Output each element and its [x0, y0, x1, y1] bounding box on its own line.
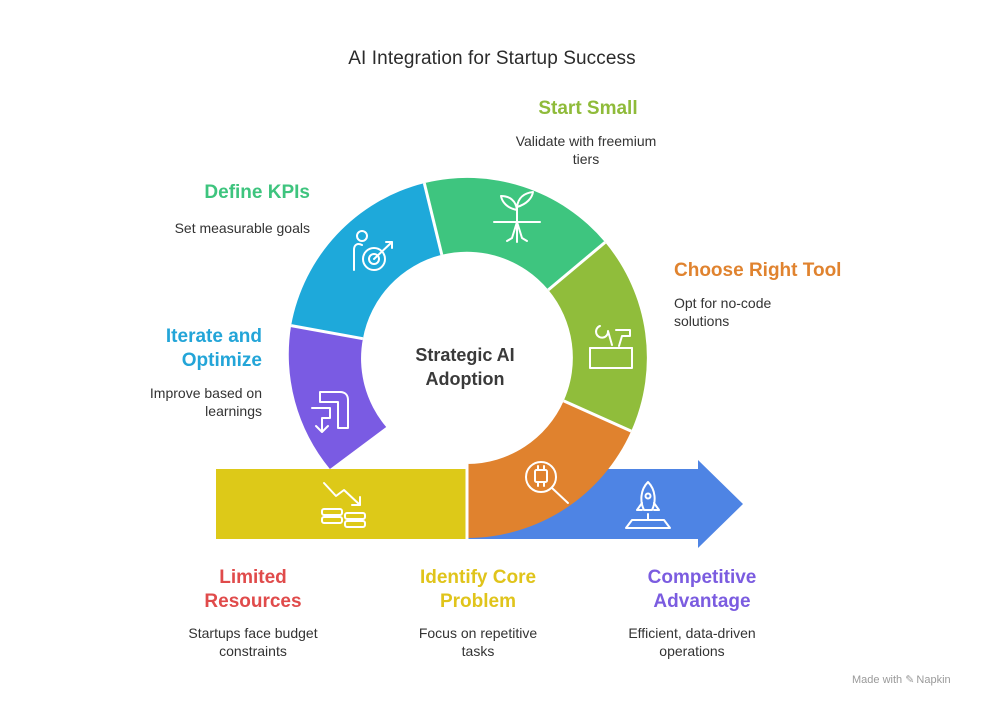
diagram-title: AI Integration for Startup Success: [348, 48, 636, 69]
center-label: Strategic AI Adoption: [415, 345, 515, 389]
start-small-segment: [424, 177, 606, 290]
define-kpis-desc: Set measurable goals: [174, 220, 310, 236]
iterate-optimize-segment: [288, 325, 387, 469]
identify-core-problem-segment: [467, 400, 632, 538]
napkin-logo-icon: ✎: [905, 674, 915, 686]
define-kpis-label: Define KPIs: [204, 182, 310, 203]
declining-coins-icon: [321, 482, 366, 528]
magnifier-chip-icon: [525, 461, 569, 504]
rocket-icon: [625, 481, 671, 529]
start-small-label: Start Small: [538, 98, 638, 119]
define-kpis-segment: [291, 183, 442, 339]
target-person-icon: [353, 230, 393, 271]
made-with-credit: Made with ✎Napkin: [852, 674, 951, 686]
limited-resources-bar: [216, 469, 466, 539]
iterate-arrows-icon: [311, 391, 349, 433]
sprout-icon: [493, 191, 541, 243]
toolbox-icon: [589, 325, 633, 369]
choose-right-tool-label: Choose Right Tool: [674, 260, 842, 281]
